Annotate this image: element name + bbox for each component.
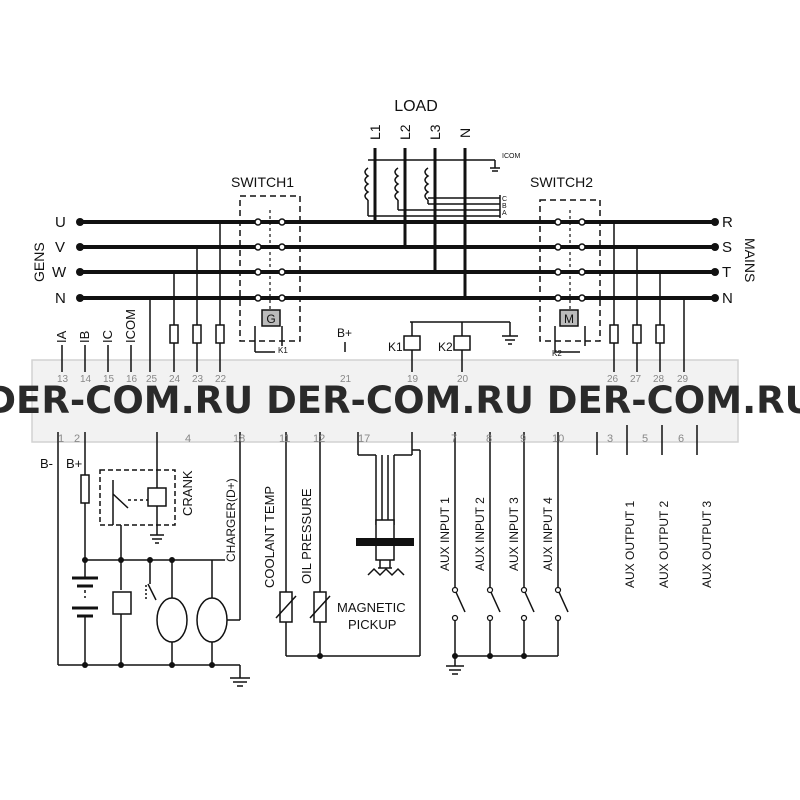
- b-plus-label: B+: [66, 456, 82, 471]
- gen-phase-w: W: [52, 264, 67, 281]
- k1-small-label: K1: [278, 346, 288, 355]
- terminal-18: 18: [233, 433, 245, 445]
- l1-label: L1: [367, 124, 383, 140]
- ct-input-ic: IC: [100, 330, 115, 343]
- bottom-terminal-numbers: 1 2 4 18 11 12 17 7 8 9 10 3 5 6: [58, 433, 684, 445]
- terminal-12: 12: [313, 433, 325, 445]
- terminal-8: 8: [486, 433, 492, 445]
- terminal-20: 20: [457, 374, 469, 385]
- terminal-6: 6: [678, 433, 684, 445]
- switch-contacts: [254, 218, 586, 302]
- ct-c-label: C: [502, 196, 507, 203]
- terminal-15: 15: [103, 374, 115, 385]
- mains-contactor-label: M: [564, 312, 574, 326]
- switch2-label: SWITCH2: [530, 174, 593, 190]
- mains-phase-s: S: [722, 239, 732, 256]
- switch-links: [269, 210, 571, 310]
- ct-input-ib: IB: [77, 331, 92, 343]
- aux-input-3-label: AUX INPUT 3: [507, 497, 521, 571]
- oil-pressure-label: OIL PRESSURE: [299, 488, 314, 584]
- terminal-13: 13: [57, 374, 69, 385]
- terminal-17: 17: [358, 433, 370, 445]
- terminal-4: 4: [185, 433, 191, 445]
- terminal-24: 24: [169, 374, 181, 385]
- k2-small-label: K2: [552, 349, 562, 358]
- pickup-flange: [356, 538, 414, 577]
- aux-contacts: [451, 586, 562, 622]
- icom-top-label: ICOM: [502, 153, 520, 160]
- bus-bars: [80, 220, 715, 300]
- terminal-29: 29: [677, 374, 689, 385]
- terminal-1: 1: [58, 433, 64, 445]
- k1-k2-relays: [344, 321, 518, 372]
- terminal-9: 9: [520, 433, 526, 445]
- n-load-label: N: [457, 128, 473, 138]
- ct-input-ia: IA: [54, 330, 69, 343]
- aux-input-4-label: AUX INPUT 4: [541, 497, 555, 571]
- terminal-2: 2: [74, 433, 80, 445]
- aux-output-3-label: AUX OUTPUT 3: [700, 501, 714, 588]
- switch1-label: SWITCH1: [231, 174, 294, 190]
- aux-input-2-label: AUX INPUT 2: [473, 497, 487, 571]
- terminal-16: 16: [126, 374, 138, 385]
- mains-phase-t: T: [722, 264, 731, 281]
- terminal-19: 19: [407, 374, 419, 385]
- terminal-5: 5: [642, 433, 648, 445]
- l3-label: L3: [427, 124, 443, 140]
- charger-label: CHARGER(D+): [224, 478, 238, 562]
- terminal-3: 3: [607, 433, 613, 445]
- load-label: LOAD: [394, 98, 438, 115]
- terminal-10: 10: [552, 433, 564, 445]
- junction-dots: [82, 557, 527, 668]
- gen-phase-v: V: [55, 239, 65, 256]
- terminal-28: 28: [653, 374, 665, 385]
- mains-phase-r: R: [722, 214, 733, 231]
- b-plus-top-label: B+: [337, 326, 352, 340]
- aux-output-2-label: AUX OUTPUT 2: [657, 501, 671, 588]
- gen-phase-u: U: [55, 214, 66, 231]
- aux-output-1-label: AUX OUTPUT 1: [623, 501, 637, 588]
- terminal-21: 21: [340, 374, 352, 385]
- top-terminal-numbers: 13 14 15 16 25 24 23 22 21 19 20 26 27 2…: [57, 374, 689, 385]
- terminal-14: 14: [80, 374, 92, 385]
- ct-a-label: A: [502, 210, 507, 217]
- bus-end-dots: [76, 218, 719, 302]
- mains-label: MAINS: [742, 238, 758, 282]
- terminal-25: 25: [146, 374, 158, 385]
- crank-label: CRANK: [180, 470, 195, 516]
- gen-phase-n: N: [55, 290, 66, 307]
- mains-contactor-coil: [559, 309, 579, 327]
- k2-label: K2: [438, 340, 453, 354]
- terminal-27: 27: [630, 374, 642, 385]
- terminal-7: 7: [451, 433, 457, 445]
- switch1-box: [239, 195, 301, 342]
- aux-input-1-label: AUX INPUT 1: [438, 497, 452, 571]
- terminal-23: 23: [192, 374, 204, 385]
- terminal-22: 22: [215, 374, 227, 385]
- b-minus-label: B-: [40, 456, 53, 471]
- mains-sensing: [609, 222, 685, 372]
- magnetic-label: MAGNETIC: [337, 600, 406, 615]
- mains-phase-n: N: [722, 290, 733, 307]
- coolant-temp-label: COOLANT TEMP: [262, 486, 277, 588]
- controller-body: [31, 359, 739, 443]
- k1-label: K1: [388, 340, 403, 354]
- terminal-11: 11: [279, 433, 290, 445]
- ct-input-stubs: [61, 345, 132, 372]
- ct-input-icom: ICOM: [123, 309, 138, 343]
- terminal-26: 26: [607, 374, 619, 385]
- switch2-box: [539, 199, 601, 342]
- current-transformers: [364, 159, 501, 218]
- bottom-wiring: [57, 425, 698, 687]
- gens-label: GENS: [31, 242, 47, 282]
- ct-b-label: B: [502, 203, 507, 210]
- watermark: DER-COM.RU DER-COM.RU DER-COM.RU: [0, 379, 800, 422]
- pickup-label: PICKUP: [348, 617, 396, 632]
- l2-label: L2: [397, 124, 413, 140]
- gen-contactor-label: G: [266, 312, 275, 326]
- gen-contactor-coil: [261, 309, 281, 327]
- gen-sensing: [149, 222, 225, 372]
